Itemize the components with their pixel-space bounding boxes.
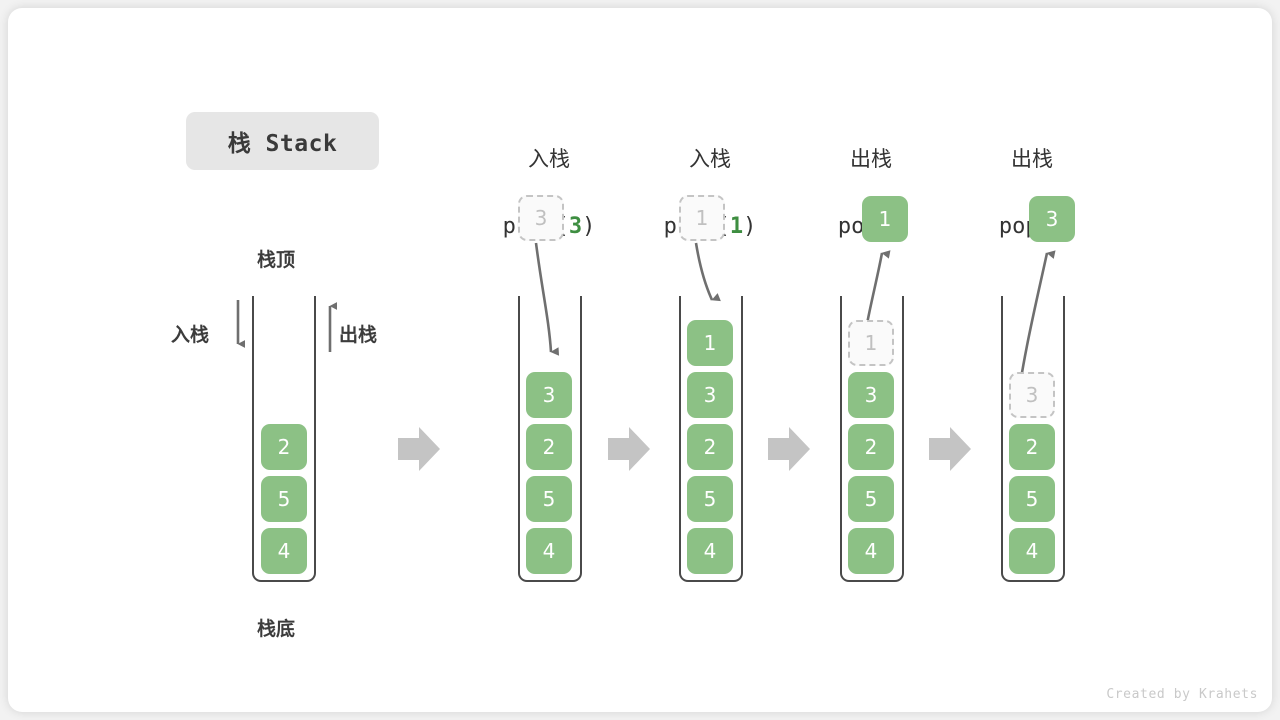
stack-cell: 4 [687, 528, 733, 574]
stack-container [252, 296, 316, 582]
stack-cell: 1 [848, 320, 894, 366]
stack-cell: 3 [1009, 372, 1055, 418]
step-separator-arrow-icon [608, 427, 650, 471]
floating-cell: 1 [679, 195, 725, 241]
stack-container [518, 296, 582, 582]
column-head-cn: 出栈 [850, 147, 892, 171]
fn-arg: 1 [729, 214, 744, 239]
stack-cell: 2 [1009, 424, 1055, 470]
stack-cell: 4 [848, 528, 894, 574]
stack-container [679, 296, 743, 582]
stack-cell: 5 [261, 476, 307, 522]
column-head-cn: 出栈 [1011, 147, 1053, 171]
column-head-cn: 入栈 [528, 147, 570, 171]
stack-cell: 5 [687, 476, 733, 522]
floating-cell: 3 [518, 195, 564, 241]
stack-cell: 2 [526, 424, 572, 470]
title-badge: 栈 Stack [186, 112, 379, 170]
fn-suffix: ) [743, 214, 757, 239]
stack-container [840, 296, 904, 582]
stack-cell: 5 [526, 476, 572, 522]
column-head-cn: 入栈 [689, 147, 731, 171]
stack-cell: 2 [848, 424, 894, 470]
column-head-push-1: 入栈 push(1) [625, 108, 795, 280]
stack-cell: 3 [687, 372, 733, 418]
step-separator-arrow-icon [768, 427, 810, 471]
stack-top-label: 栈顶 [257, 249, 296, 271]
stack-bottom-label: 栈底 [257, 618, 296, 640]
fn-suffix: ) [582, 214, 596, 239]
stack-cell: 2 [261, 424, 307, 470]
column-head-pop-1: 出栈 pop() [786, 108, 956, 280]
stack-cell: 5 [848, 476, 894, 522]
push-side-label: 入栈 [171, 324, 210, 346]
pop-side-label: 出栈 [339, 324, 378, 346]
stack-cell: 1 [687, 320, 733, 366]
stack-cell: 3 [526, 372, 572, 418]
fn-arg: 3 [568, 214, 583, 239]
step-separator-arrow-icon [398, 427, 440, 471]
column-head-push-3: 入栈 push(3) [464, 108, 634, 280]
stack-cell: 5 [1009, 476, 1055, 522]
step-separator-arrow-icon [929, 427, 971, 471]
stack-cell: 4 [261, 528, 307, 574]
stack-cell: 3 [848, 372, 894, 418]
stack-container [1001, 296, 1065, 582]
floating-cell: 1 [862, 196, 908, 242]
stack-cell: 2 [687, 424, 733, 470]
stack-cell: 4 [526, 528, 572, 574]
column-head-pop-3: 出栈 pop() [947, 108, 1117, 280]
floating-cell: 3 [1029, 196, 1075, 242]
stack-cell: 4 [1009, 528, 1055, 574]
credit-text: Created by Krahets [1106, 687, 1258, 702]
